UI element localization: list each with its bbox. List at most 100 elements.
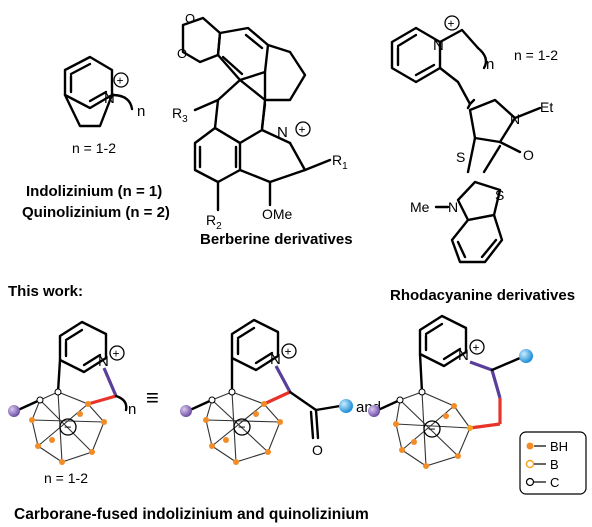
rhodacyanine-s1: S [456, 149, 465, 165]
plus-charge-icon [469, 339, 485, 355]
bh-vertex [277, 419, 283, 425]
bh-vertex [209, 443, 215, 449]
legend-c-label: C [550, 475, 559, 490]
bh-vertex [455, 453, 461, 459]
purple-substituent-ball [8, 405, 20, 417]
berberine-ome: OMe [262, 206, 293, 222]
rhodacyanine-s2: S [495, 187, 504, 203]
svg-text:+: + [448, 17, 455, 31]
plus-charge-icon [109, 345, 125, 361]
this-work-caption: Carborane-fused indolizinium and quinoli… [14, 506, 369, 523]
svg-text:+: + [473, 341, 480, 355]
bh-vertex [399, 447, 405, 453]
indolizinium-n-index: n [137, 103, 145, 120]
carborane3-n-atom: N [458, 347, 469, 364]
c-vertex [396, 396, 404, 404]
legend-bh-marker [526, 442, 534, 450]
svg-text:O: O [177, 46, 187, 61]
carborane-structure-2: N + O − [180, 318, 353, 465]
indolizinium-caption: Indolizinium (n = 1) [26, 183, 162, 200]
carborane1-range: n = 1-2 [44, 470, 88, 486]
legend-c-marker [525, 477, 535, 487]
minus-charge-icon [59, 418, 77, 436]
carborane-structure-3: N + − [368, 314, 533, 469]
bh-vertex [49, 437, 55, 443]
plus-charge-icon [113, 72, 129, 88]
b-vertex [467, 425, 473, 431]
c-vertex [36, 396, 44, 404]
carborane1-n-index: n [128, 401, 136, 418]
carborane1-n-atom: N [98, 353, 109, 370]
berberine-r2: R2 [206, 212, 222, 232]
bh-vertex [59, 459, 65, 465]
bh-vertex [411, 439, 417, 445]
rhodacyanine-n-index: n [486, 56, 494, 73]
berberine-r1: R1 [332, 152, 348, 172]
this-work-heading: This work: [8, 283, 83, 300]
plus-charge-icon [444, 15, 460, 31]
blue-substituent-ball [339, 399, 353, 413]
c-vertex [418, 388, 426, 396]
rhodacyanine-caption: Rhodacyanine derivatives [390, 287, 575, 304]
indolizinium-n-atom: N [104, 90, 115, 107]
bh-vertex [265, 449, 271, 455]
rhodacyanine-n2: N [510, 111, 520, 127]
blue-substituent-ball [519, 349, 533, 363]
berberine-structure: O O N + R3 R1 R2 OMe Berberine derivativ… [172, 11, 353, 248]
svg-text:+: + [113, 347, 120, 361]
rhodacyanine-range: n = 1-2 [514, 47, 558, 63]
bh-vertex [77, 411, 83, 417]
rhodacyanine-structure: N + n n = 1-2 S N Et O N S Me Rhodacyani… [390, 15, 575, 304]
rhodacyanine-n3: N [448, 199, 458, 215]
svg-text:+: + [299, 123, 306, 137]
svg-text:+: + [117, 74, 124, 88]
c-vertex [208, 396, 216, 404]
purple-substituent-ball [180, 405, 192, 417]
carborane2-n-atom: N [270, 351, 281, 368]
svg-text:−: − [64, 420, 72, 435]
legend-bh-label: BH [550, 439, 568, 454]
c-vertex [228, 388, 236, 396]
rhodacyanine-o: O [523, 147, 534, 163]
berberine-n-atom: N [277, 124, 288, 141]
bh-vertex [253, 411, 259, 417]
rhodacyanine-et: Et [540, 99, 553, 115]
bh-vertex [423, 463, 429, 469]
bh-vertex [35, 443, 41, 449]
bh-vertex [29, 417, 35, 423]
berberine-r3: R3 [172, 105, 188, 125]
indolizinium-range: n = 1-2 [72, 140, 116, 156]
bh-vertex [261, 401, 267, 407]
svg-text:−: − [238, 420, 246, 435]
svg-text:+: + [285, 345, 292, 359]
minus-charge-icon [423, 420, 441, 438]
bh-vertex [443, 413, 449, 419]
svg-text:−: − [428, 422, 436, 437]
legend-b-marker [525, 459, 535, 469]
bh-vertex [101, 419, 107, 425]
rhodacyanine-n-atom: N [433, 37, 444, 54]
carborane-structure-1: N + n − n = 1-2 [8, 320, 136, 486]
bh-vertex [203, 417, 209, 423]
equivalence-symbol: ≡ [146, 385, 159, 410]
purple-substituent-ball [368, 405, 380, 417]
plus-charge-icon [281, 343, 297, 359]
bh-vertex [223, 437, 229, 443]
bh-vertex [393, 421, 399, 427]
bh-vertex [89, 449, 95, 455]
quinolizinium-caption: Quinolizinium (n = 2) [22, 204, 170, 221]
berberine-caption: Berberine derivatives [200, 231, 353, 248]
vertex-legend: BH B C [519, 431, 587, 495]
indolizinium-structure: N + n n = 1-2 Indolizinium (n = 1) Quino… [22, 55, 170, 221]
bh-vertex [451, 403, 457, 409]
c-vertex [54, 388, 62, 396]
bh-vertex [233, 459, 239, 465]
carborane2-o-atom: O [312, 442, 323, 458]
legend-b-label: B [550, 457, 559, 472]
minus-charge-icon [233, 418, 251, 436]
plus-charge-icon [295, 121, 311, 137]
svg-text:O: O [185, 11, 195, 26]
bh-vertex [85, 401, 91, 407]
rhodacyanine-me: Me [410, 199, 430, 215]
